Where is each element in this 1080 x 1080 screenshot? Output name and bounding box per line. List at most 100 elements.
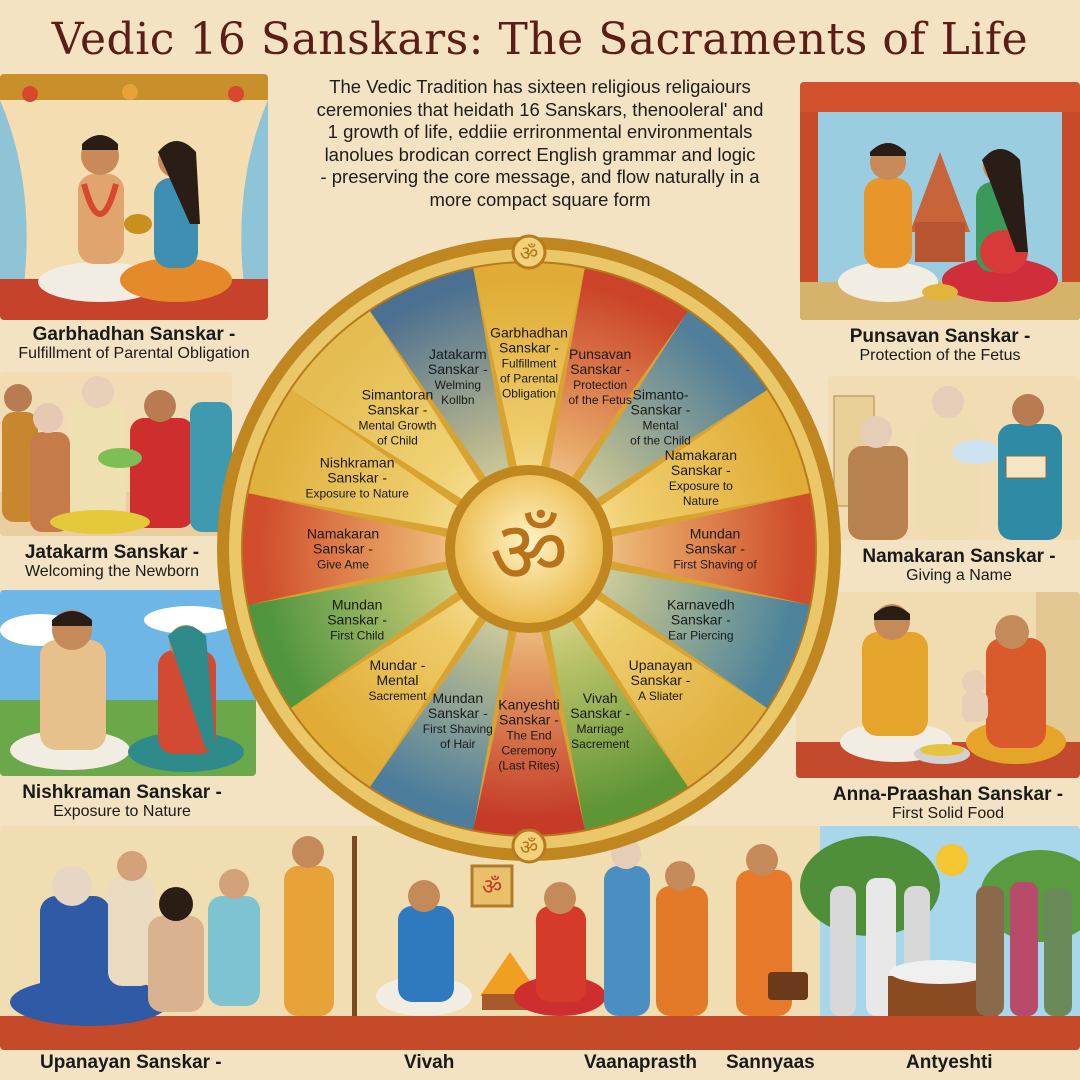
wheel-segment-label: of the Child xyxy=(630,433,691,447)
caption-name: Namakaran Sanskar - xyxy=(862,546,1056,567)
wheel-segment-label: Sanskar - xyxy=(428,361,488,377)
wheel-segment-label: First Shaving of xyxy=(673,558,757,572)
wheel-spoke xyxy=(473,630,517,826)
jatakarm-illustration xyxy=(0,372,232,536)
wheel-spoke xyxy=(572,314,686,482)
wheel-segment-label: The End xyxy=(506,729,551,743)
wheel-segment-label: Ear Piercing xyxy=(668,629,733,643)
wheel-segment-label: Kanyeshti xyxy=(498,697,559,713)
intro-line: 1 growth of life, eddiie errironmental e… xyxy=(327,121,753,142)
wheel-segment-label: Vivah xyxy=(583,690,618,706)
wheel-spoke xyxy=(572,616,686,784)
caption-desc: Protection of the Fetus xyxy=(859,347,1021,365)
wheel-spoke xyxy=(541,272,585,468)
wheel-segment-label: Jatakarm xyxy=(429,346,487,362)
wheel-segment-label: Sanskar - xyxy=(685,541,745,557)
punsavan-caption: Punsavan Sanskar - Protection of the Fet… xyxy=(800,326,1080,365)
caption-desc: Exposure to Nature xyxy=(53,803,191,821)
wheel-segment-label: First Child xyxy=(330,629,384,643)
wheel-segment-label: Sanskar - xyxy=(499,340,559,356)
wheel-segment-label: Simantoran xyxy=(362,386,434,402)
wheel-segment-label: Sanskar - xyxy=(428,705,488,721)
bottom-label-upanayan: Upanayan Sanskar - xyxy=(40,1052,222,1073)
intro-line: lanolues brodican correct English gramma… xyxy=(324,143,756,165)
caption-desc: Fulfillment of Parental Obligation xyxy=(18,345,250,363)
wheel-segment-label: Punsavan xyxy=(569,346,631,362)
wheel-segment-label: Karnavedh xyxy=(667,597,735,613)
wheel-segment-label: Protection xyxy=(573,378,627,392)
page-title: Vedic 16 Sanskars: The Sacraments of Lif… xyxy=(51,14,1029,65)
namakaran-caption: Namakaran Sanskar - Giving a Name xyxy=(838,546,1080,585)
intro-paragraph: The Vedic Tradition has sixteen religiou… xyxy=(272,76,808,211)
wheel-segment-label: Sacrement xyxy=(571,737,630,751)
nishkraman-caption: Nishkraman Sanskar - Exposure to Nature xyxy=(0,782,244,821)
wheel-segment-label: Namakaran xyxy=(307,526,379,542)
wheel-segment-label: of Parental xyxy=(500,372,558,386)
wheel-segment-label: Mental xyxy=(643,418,679,432)
intro-line: The Vedic Tradition has sixteen religiou… xyxy=(329,76,751,97)
bottom-label-vaanaprasth: Vaanaprasth xyxy=(584,1052,697,1073)
wheel-spoke xyxy=(541,630,585,826)
wheel-segment-label: of the Fetus xyxy=(568,393,631,407)
wheel-segment-label: Exposure to xyxy=(669,479,733,493)
garbhadhan-caption: Garbhadhan Sanskar - Fulfillment of Pare… xyxy=(0,324,268,363)
wheel-segment-label: Fulfillment xyxy=(502,357,557,371)
wheel-spoke xyxy=(372,314,486,482)
wheel-spoke xyxy=(596,592,764,706)
nishkraman-illustration xyxy=(0,590,256,776)
bottom-om-medallion xyxy=(511,828,547,864)
wheel-segment-label: Sanskar - xyxy=(368,401,428,417)
bottom-label-antyeshti: Antyeshti xyxy=(906,1052,993,1073)
caption-name: Anna-Praashan Sanskar - xyxy=(832,784,1064,805)
wheel-segment-label: Ceremony xyxy=(501,744,556,758)
annaprashan-illustration xyxy=(796,592,1080,778)
caption-name: Nishkraman Sanskar - xyxy=(22,782,222,803)
wheel-spoke xyxy=(596,392,764,506)
wheel-segment-label: Nature xyxy=(683,494,719,508)
wheel-spoke xyxy=(372,616,486,784)
wheel-spokes xyxy=(252,272,806,826)
wheel-segment-label: Sanskar - xyxy=(631,672,691,688)
wheel-segment-label: Sanskar - xyxy=(631,401,691,417)
wheel-spoke xyxy=(252,493,448,537)
om-symbol-icon: ॐ xyxy=(490,503,568,603)
wheel-segment-label: Mundan xyxy=(690,526,741,542)
wheel-segment-label: Welming xyxy=(435,378,481,392)
caption-desc: Welcoming the Newborn xyxy=(24,563,199,581)
wheel-segment-label: Obligation xyxy=(502,387,556,401)
wheel-spoke xyxy=(252,561,448,605)
caption-desc: First Solid Food xyxy=(891,805,1005,823)
wheel-segment-label: Namakaran xyxy=(665,447,737,463)
wheel-segment-label: Sanskar - xyxy=(570,361,630,377)
intro-line: - preserving the core message, and flow … xyxy=(320,166,760,187)
wheel-segment-label: Sanskar - xyxy=(313,541,373,557)
punsavan-illustration xyxy=(800,82,1080,320)
wheel-segment-label: Sanskar - xyxy=(327,612,387,628)
wheel-hub xyxy=(455,475,603,623)
top-om-icon: ॐ xyxy=(520,241,538,265)
wheel-segment-label: Upanayan xyxy=(629,657,693,673)
bottom-label-sannyaas: Sannyaas xyxy=(726,1052,815,1073)
wheel-segment-label: Sanskar - xyxy=(671,462,731,478)
wheel-segment-label: Mental Growth xyxy=(358,418,436,432)
jatakarm-caption: Jatakarm Sanskar - Welcoming the Newborn xyxy=(0,542,224,581)
wheel-segment-label: Garbhadhan xyxy=(490,325,568,341)
bottom-om-icon: ॐ xyxy=(520,835,538,859)
bottom-label-vivah: Vivah xyxy=(404,1052,455,1073)
wheel-segment-label: Sanskar - xyxy=(671,612,731,628)
wheel-segment-label: Sacrement xyxy=(368,689,427,703)
wheel-segment-label: of Child xyxy=(377,433,418,447)
wheel-segment-label: Mundan xyxy=(433,690,484,706)
annaprashan-caption: Anna-Praashan Sanskar - First Solid Food xyxy=(816,784,1080,823)
wheel-segment-label: Give Ame xyxy=(317,558,369,572)
wheel-segment-label: Nishkraman xyxy=(320,454,395,470)
namakaran-illustration xyxy=(828,376,1080,540)
wheel-segment-label: Marriage xyxy=(576,722,624,736)
wheel-segment-label: Sanskar - xyxy=(499,712,559,728)
wheel-segment-label: Sanskar - xyxy=(570,705,630,721)
wheel-spoke xyxy=(294,392,462,506)
wheel-segment-label: Mental xyxy=(376,672,418,688)
caption-name: Jatakarm Sanskar - xyxy=(24,542,200,563)
intro-line: ceremonies that heidath 16 Sanskars, the… xyxy=(316,98,764,120)
